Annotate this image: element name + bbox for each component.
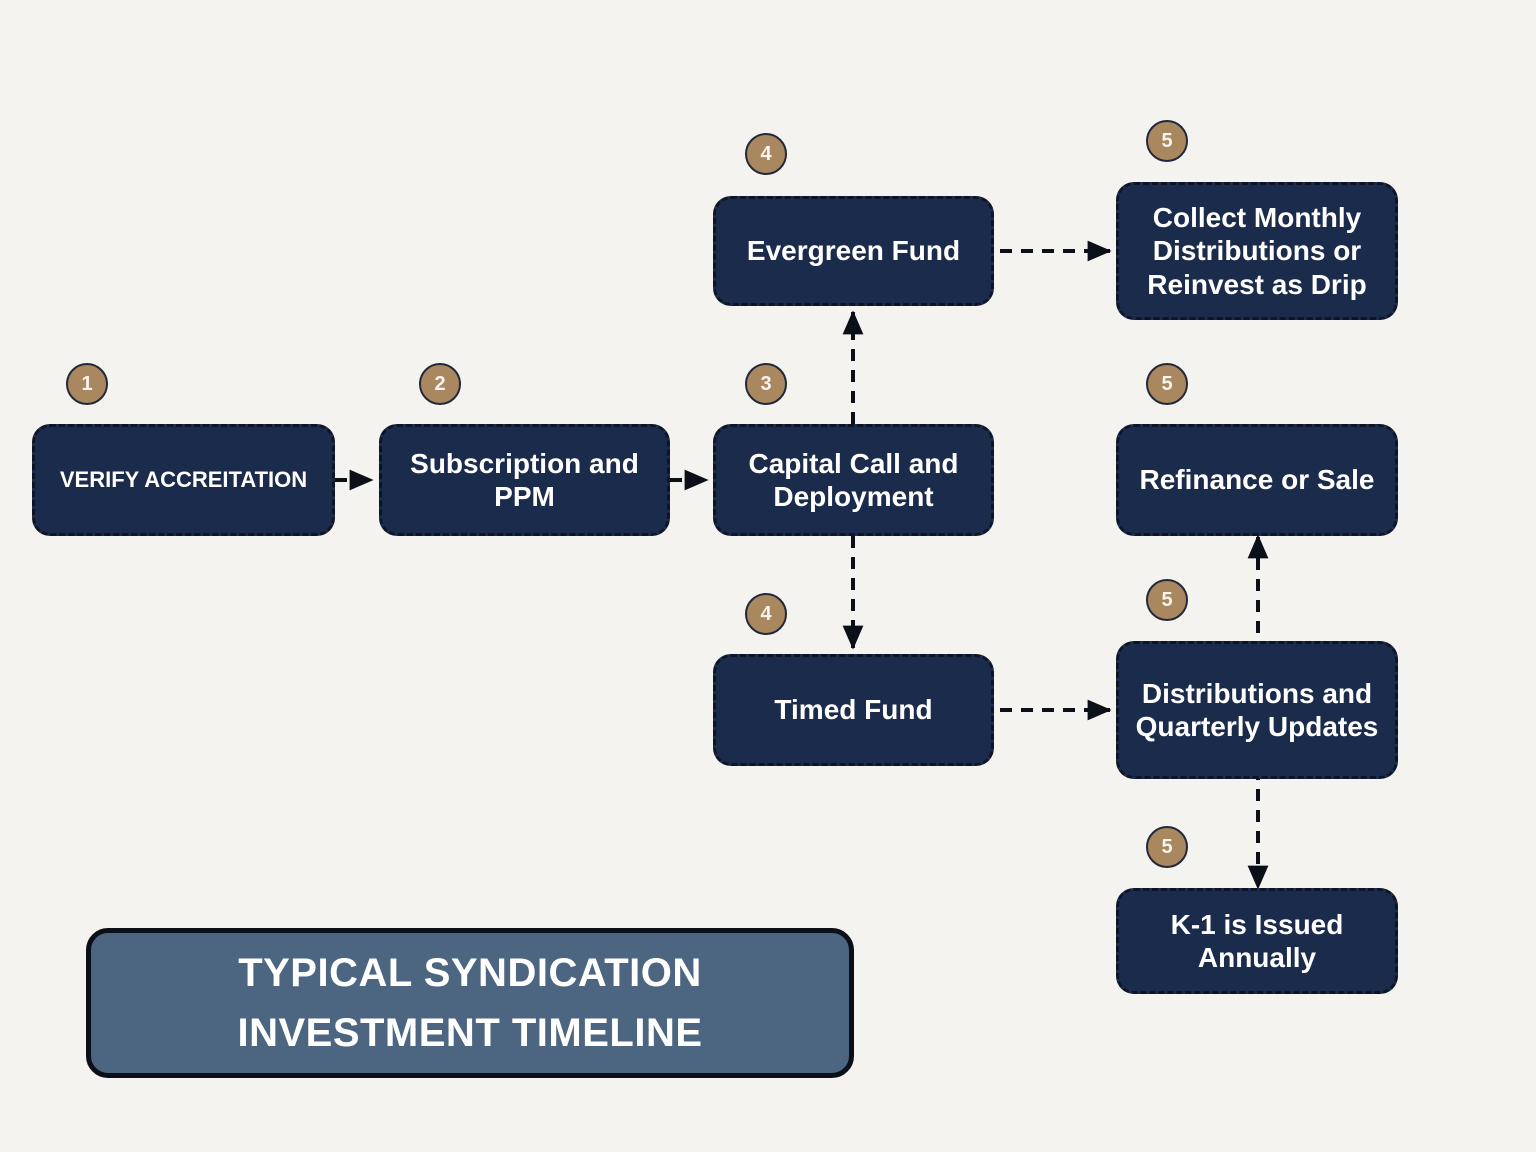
node-subscription-and-ppm[interactable]: Subscription and PPM [379,424,670,536]
step-badge-distributions-and-quarterly-updates: 5 [1146,579,1188,621]
step-badge-k1-is-issued-annually: 5 [1146,826,1188,868]
step-badge-capital-call-and-deployment: 3 [745,363,787,405]
node-label-verify-accreitation: VERIFY ACCREITATION [59,467,308,493]
step-badge-timed-fund: 4 [745,593,787,635]
node-label-k1-is-issued-annually: K-1 is Issued Annually [1170,908,1344,973]
node-label-distributions-and-quarterly-updates: Distributions and Quarterly Updates [1135,677,1379,742]
diagram-title-line-1: TYPICAL SYNDICATION [238,951,702,995]
node-capital-call-and-deployment[interactable]: Capital Call and Deployment [713,424,994,536]
node-label-subscription-and-ppm: Subscription and PPM [410,447,639,512]
node-label-evergreen-fund: Evergreen Fund [746,235,961,267]
node-evergreen-fund[interactable]: Evergreen Fund [713,196,994,306]
node-distributions-and-quarterly-updates[interactable]: Distributions and Quarterly Updates [1116,641,1398,779]
node-collect-monthly-distributions[interactable]: Collect Monthly Distributions or Reinves… [1116,182,1398,320]
diagram-title-banner: TYPICAL SYNDICATION INVESTMENT TIMELINE [86,928,854,1078]
node-label-collect-monthly-distributions: Collect Monthly Distributions or Reinves… [1147,202,1367,300]
node-label-capital-call-and-deployment: Capital Call and Deployment [748,447,959,512]
node-label-timed-fund: Timed Fund [774,694,933,726]
node-timed-fund[interactable]: Timed Fund [713,654,994,766]
node-refinance-or-sale[interactable]: Refinance or Sale [1116,424,1398,536]
node-verify-accreitation[interactable]: VERIFY ACCREITATION [32,424,335,536]
node-label-refinance-or-sale: Refinance or Sale [1139,464,1375,496]
step-badge-collect-monthly-distributions: 5 [1146,120,1188,162]
step-badge-evergreen-fund: 4 [745,133,787,175]
step-badge-verify-accreitation: 1 [66,363,108,405]
diagram-title-line-2: INVESTMENT TIMELINE [237,1011,703,1055]
step-badge-subscription-and-ppm: 2 [419,363,461,405]
node-k1-is-issued-annually[interactable]: K-1 is Issued Annually [1116,888,1398,994]
step-badge-refinance-or-sale: 5 [1146,363,1188,405]
